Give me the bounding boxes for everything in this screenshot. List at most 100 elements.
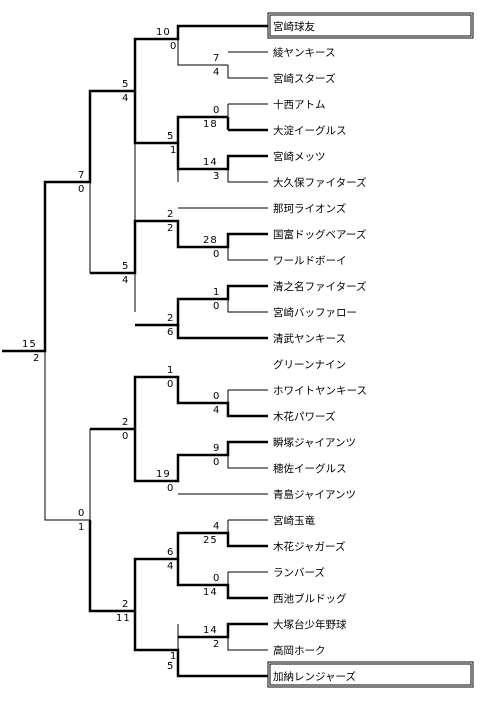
bracket-line (227, 389, 268, 403)
score-bottom: 2 (33, 353, 40, 364)
team-name: 国富ドッグベアーズ (273, 228, 366, 241)
score-top: 9 (213, 443, 220, 454)
score-top: 2 (122, 417, 129, 428)
score-top: 10 (156, 27, 171, 38)
team-name: 加納レンジャーズ (273, 670, 356, 683)
bracket-line (227, 103, 268, 117)
champion-box-inner (269, 14, 472, 37)
team-name: 清武ヤンキース (273, 332, 346, 345)
score-top: 5 (122, 261, 129, 272)
score-top: 28 (203, 235, 218, 246)
score-top: 2 (167, 209, 174, 220)
score-bottom: 0 (78, 184, 85, 195)
team-name: ランバーズ (273, 566, 325, 579)
team-name: 木花パワーズ (273, 410, 335, 423)
score-top: 14 (203, 157, 218, 168)
bracket-line (44, 351, 90, 521)
winning-path-finalist (133, 611, 268, 678)
score-bottom: 0 (122, 431, 129, 442)
score-top: 6 (167, 547, 174, 558)
score-top: 7 (78, 170, 85, 181)
bracket-line (227, 247, 268, 261)
winning-path (176, 143, 268, 171)
score-bottom: 5 (167, 661, 174, 672)
bracket-line (227, 455, 268, 469)
team-name: 大久保ファイターズ (273, 176, 367, 189)
score-bottom: 18 (203, 119, 218, 130)
score-bottom: 4 (213, 405, 220, 416)
team-name: 清之名ファイターズ (273, 280, 367, 293)
bracket-lines-thick (2, 24, 268, 678)
winning-path (135, 284, 268, 327)
score-bottom: 2 (213, 639, 220, 650)
team-name: 西池ブルドッグ (273, 592, 347, 605)
bracket-line (89, 91, 135, 274)
score-bottom: 0 (213, 249, 220, 260)
score-bottom: 14 (203, 587, 218, 598)
team-name: 宮崎スターズ (273, 72, 335, 85)
score-bottom: 4 (122, 275, 129, 286)
team-name: 宮崎球友 (273, 20, 315, 33)
score-top: 14 (203, 625, 218, 636)
winning-path (178, 622, 268, 639)
score-top: 1 (167, 365, 174, 376)
bracket-line (227, 519, 268, 533)
score-top: 15 (22, 339, 37, 350)
bracket-line (227, 299, 268, 313)
score-bottom: 0 (170, 41, 177, 52)
team-name: ワールドボーイ (273, 255, 347, 267)
team-name: 穂佐イーグルス (273, 462, 347, 475)
score-top: 7 (213, 53, 220, 64)
bracket-line (227, 51, 268, 79)
team-name: 宮崎メッツ (273, 150, 326, 163)
score-top: 1 (213, 287, 220, 298)
team-name: 那珂ライオンズ (273, 202, 346, 215)
score-bottom: 1 (170, 145, 177, 156)
finalist-box-inner (269, 663, 472, 686)
bracket-line (227, 637, 268, 651)
score-top: 4 (213, 521, 220, 532)
team-name: 大淀イーグルス (273, 124, 347, 137)
bracket-line (227, 571, 268, 585)
score-bottom: 1 (78, 522, 85, 533)
team-name: 綾ヤンキース (273, 46, 335, 59)
score-bottom: 4 (122, 93, 129, 104)
score-top: 1 (170, 651, 177, 662)
team-name: グリーンナイン (273, 358, 346, 371)
score-top: 2 (122, 599, 129, 610)
team-name: 大塚台少年野球 (273, 618, 347, 631)
team-name: 十西アトム (273, 98, 326, 111)
score-labels: 15 2 7 0 0 1 5 4 5 4 2 0 2 11 10 0 5 1 2… (22, 27, 220, 672)
score-bottom: 0 (213, 457, 220, 468)
score-bottom: 6 (167, 327, 174, 338)
bracket-line (227, 169, 268, 183)
team-name: 宮崎玉竜 (273, 514, 315, 527)
winning-path (133, 91, 268, 145)
score-top: 0 (78, 508, 85, 519)
bracket-line (134, 143, 179, 273)
score-bottom: 0 (167, 379, 174, 390)
score-top: 0 (213, 573, 220, 584)
winning-path-champion (2, 24, 268, 353)
team-list: 宮崎球友 綾ヤンキース 宮崎スターズ 十西アトム 大淀イーグルス 宮崎メッツ 大… (273, 20, 367, 683)
bracket-line (177, 39, 228, 66)
score-top: 19 (156, 469, 171, 480)
team-name: 青島ジャイアンツ (273, 488, 356, 501)
winning-path (176, 559, 268, 600)
score-bottom: 4 (167, 561, 174, 572)
team-name: 宮崎バッファロー (273, 306, 357, 319)
score-bottom: 2 (167, 223, 174, 234)
winning-path (176, 325, 268, 340)
score-bottom: 0 (167, 483, 174, 494)
winning-path (90, 219, 268, 275)
team-name: 瞬塚ジャイアンツ (273, 436, 356, 449)
score-top: 5 (167, 131, 174, 142)
score-bottom: 25 (203, 535, 218, 546)
finalist-box (267, 661, 474, 688)
score-bottom: 4 (213, 67, 220, 78)
winning-path (90, 375, 268, 431)
score-bottom: 0 (213, 301, 220, 312)
winning-path (133, 429, 268, 483)
